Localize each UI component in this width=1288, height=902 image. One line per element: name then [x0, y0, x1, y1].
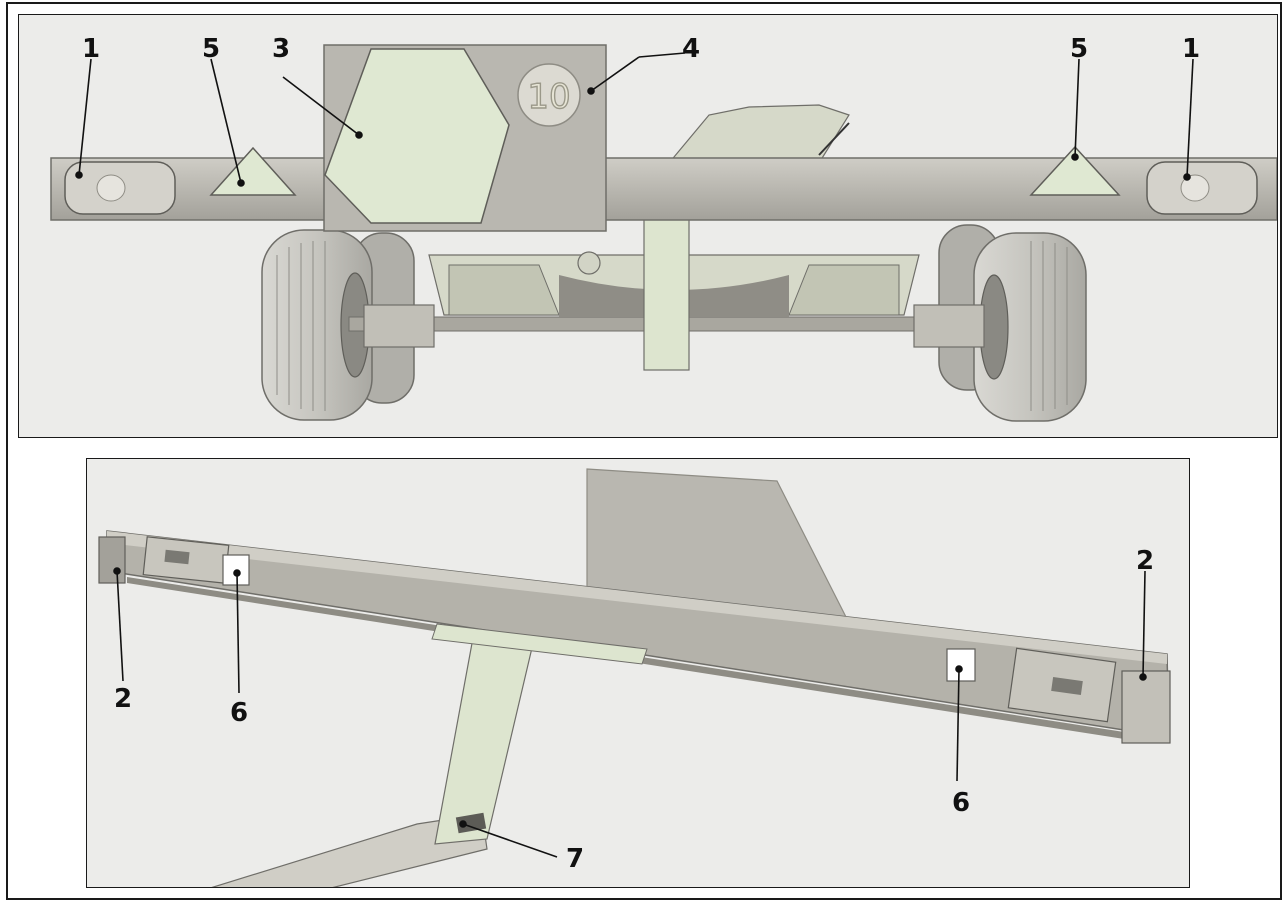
callout-2-left: 2 — [114, 684, 132, 714]
right-tail-light — [1146, 161, 1258, 215]
right-reflector-triangle — [1029, 145, 1121, 196]
speed-plate — [517, 63, 581, 127]
top-leader-lines — [75, 52, 1194, 187]
beam-bracket — [431, 623, 648, 665]
perspective-view-panel: 2 6 6 2 7 — [86, 458, 1190, 888]
speed-plate-text: 10 — [527, 77, 570, 117]
callout-1-left: 1 — [82, 34, 100, 64]
rear-view-illustration: 10 1 5 3 4 5 1 — [50, 34, 1277, 422]
callout-5-left: 5 — [202, 34, 220, 64]
callout-7: 7 — [566, 844, 584, 874]
left-white-decal — [222, 554, 250, 586]
sign-board: 10 — [323, 44, 607, 232]
callout-4: 4 — [682, 34, 700, 64]
axle-assembly — [348, 209, 985, 371]
right-wheel-pair — [938, 224, 1087, 422]
right-white-decal — [946, 648, 976, 682]
left-lamp-housing — [98, 536, 230, 584]
callout-1-right: 1 — [1182, 34, 1200, 64]
callout-3: 3 — [272, 34, 290, 64]
right-lamp-housing — [1007, 647, 1171, 744]
left-reflector-triangle — [209, 146, 297, 196]
callout-5-right: 5 — [1070, 34, 1088, 64]
perspective-view-illustration: 2 6 6 2 7 — [98, 468, 1171, 887]
rear-view-panel: 10 1 5 3 4 5 1 — [18, 14, 1278, 438]
callout-2-right: 2 — [1136, 546, 1154, 576]
callout-6-left: 6 — [230, 698, 248, 728]
callout-6-right: 6 — [952, 788, 970, 818]
left-tail-light — [64, 161, 176, 215]
hitch-parts — [667, 104, 850, 164]
bottom-leader-lines — [113, 567, 1147, 858]
slow-vehicle-sign — [324, 48, 510, 224]
